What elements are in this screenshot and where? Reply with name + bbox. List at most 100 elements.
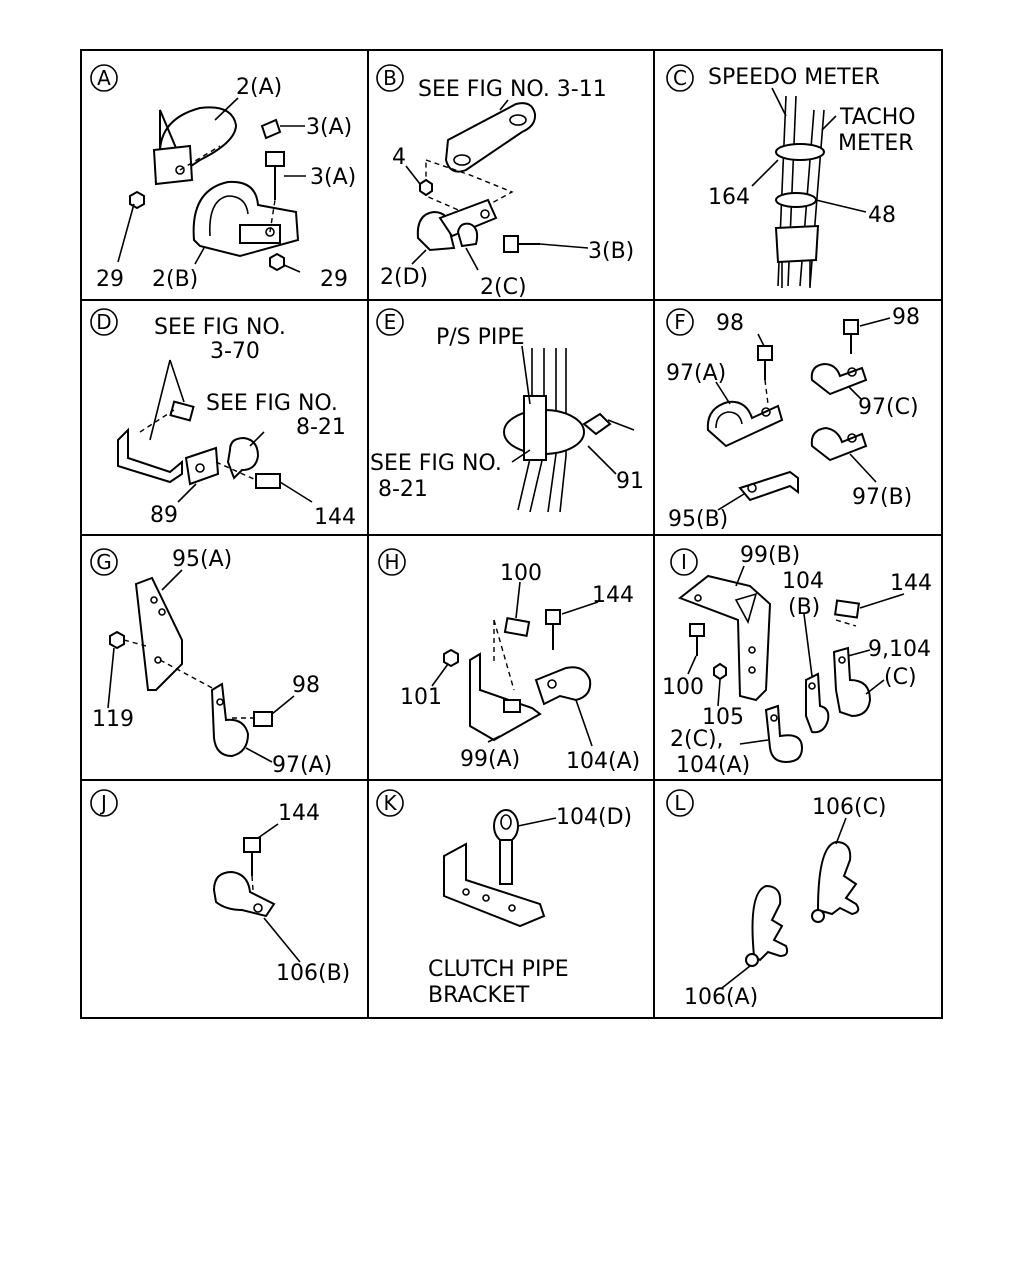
svg-text:A: A xyxy=(97,66,111,90)
callout-2a: 2(A) xyxy=(236,75,282,100)
callout-3a-lower: 3(A) xyxy=(310,165,356,190)
svg-text:K: K xyxy=(383,791,397,815)
panel-h: 100 144 101 99(A) 104(A) xyxy=(400,561,640,774)
callout-104a: 104(A) xyxy=(676,753,750,778)
callout-119: 119 xyxy=(92,707,134,732)
panel-letter-h: H xyxy=(378,548,406,576)
leader-lines xyxy=(405,99,589,271)
label-tacho: TACHO xyxy=(839,105,916,130)
clip-drawing xyxy=(212,837,276,918)
clip-drawing xyxy=(745,840,860,967)
svg-text:C: C xyxy=(673,66,687,90)
callout-98: 98 xyxy=(292,673,320,698)
leader-lines xyxy=(715,317,891,511)
clip-drawing xyxy=(706,319,868,502)
label-clutch-pipe: CLUTCH PIPE xyxy=(428,957,569,982)
svg-text:E: E xyxy=(384,310,397,334)
panel-letter-g: G xyxy=(90,548,118,576)
callout-91: 91 xyxy=(616,469,644,494)
callout-2c: 2(C), xyxy=(670,727,724,752)
panel-e: P/S PIPE SEE FIG NO. 8-21 91 xyxy=(370,325,644,513)
callout-144: 144 xyxy=(592,583,634,608)
label-ps-pipe: P/S PIPE xyxy=(436,325,525,350)
panel-letter-i: I xyxy=(670,548,698,576)
callout-3a-upper: 3(A) xyxy=(306,115,352,140)
diagram-grid xyxy=(80,49,943,1019)
label-meter: METER xyxy=(838,131,914,156)
callout-164: 164 xyxy=(708,185,750,210)
leader-lines xyxy=(721,817,847,989)
leader-lines xyxy=(257,823,301,963)
bracket-drawing xyxy=(109,576,273,758)
leader-lines xyxy=(687,565,905,745)
panel-g: 95(A) 119 98 97(A) xyxy=(92,547,332,778)
callout-2b: 2(B) xyxy=(152,267,198,292)
panel-letter-e: E xyxy=(376,308,404,336)
leader-lines xyxy=(517,817,557,827)
panel-a: 2(A) 3(A) 3(A) 29 2(B) 29 xyxy=(96,75,356,292)
callout-97c: 97(C) xyxy=(858,395,919,420)
callout-48: 48 xyxy=(868,203,896,228)
callout-95b: 95(B) xyxy=(668,507,728,532)
callout-29-right: 29 xyxy=(320,267,348,292)
callout-104-b: (B) xyxy=(788,595,820,620)
callout-4: 4 xyxy=(392,145,406,170)
svg-text:D: D xyxy=(96,310,111,334)
panel-f: 98 98 97(A) 97(C) 95(B) 97(B) xyxy=(666,305,920,532)
callout-104: 104 xyxy=(782,569,824,594)
note-8-21: 8-21 xyxy=(378,477,428,502)
callout-29-left: 29 xyxy=(96,267,124,292)
callout-144: 144 xyxy=(890,571,932,596)
panel-letter-a: A xyxy=(90,64,118,92)
bracket-drawing xyxy=(443,809,546,928)
label-bracket: BRACKET xyxy=(428,983,530,1008)
note-see-fig-no: SEE FIG NO. xyxy=(370,451,502,476)
callout-98-right: 98 xyxy=(892,305,920,330)
bracket-drawing xyxy=(416,102,540,253)
svg-text:J: J xyxy=(99,791,107,815)
note-3-70: 3-70 xyxy=(210,339,260,364)
callout-97a: 97(A) xyxy=(272,753,332,778)
callout-2d: 2(D) xyxy=(380,265,428,290)
svg-text:I: I xyxy=(681,550,687,574)
panel-b: SEE FIG NO. 3-11 4 3(B) 2(D) 2(C) xyxy=(380,77,634,300)
svg-text:G: G xyxy=(96,550,112,574)
callout-105: 105 xyxy=(702,705,744,730)
callout-100: 100 xyxy=(662,675,704,700)
note-8-21: 8-21 xyxy=(296,415,346,440)
leader-lines xyxy=(117,97,306,273)
callout-100: 100 xyxy=(500,561,542,586)
bracket-drawing xyxy=(443,609,592,742)
callout-101: 101 xyxy=(400,685,442,710)
panel-l: 106(C) 106(A) xyxy=(684,795,887,1010)
panel-i: 99(B) 104 (B) 144 9,104 (C) 100 105 2(C)… xyxy=(662,543,932,778)
bracket-drawing xyxy=(117,400,281,489)
panel-letter-d: D xyxy=(90,308,118,336)
callout-89: 89 xyxy=(150,503,178,528)
callout-144: 144 xyxy=(314,505,356,530)
clamp-drawing xyxy=(129,106,300,272)
callout-98-left: 98 xyxy=(716,311,744,336)
panel-d: SEE FIG NO. 3-70 SEE FIG NO. 8-21 89 144 xyxy=(117,315,356,530)
panel-letter-l: L xyxy=(666,789,694,817)
callout-95a: 95(A) xyxy=(172,547,232,572)
panel-j: 144 106(B) xyxy=(212,801,350,986)
svg-text:B: B xyxy=(383,66,397,90)
panel-letter-b: B xyxy=(376,64,404,92)
note-see-fig-3-11: SEE FIG NO. 3-11 xyxy=(418,77,607,102)
leader-lines xyxy=(149,359,313,503)
callout-106c: 106(C) xyxy=(812,795,887,820)
bracket-drawing xyxy=(677,574,872,764)
leader-lines xyxy=(511,345,617,475)
callout-99b: 99(B) xyxy=(740,543,800,568)
note-see-fig-no-2: SEE FIG NO. xyxy=(206,391,338,416)
leader-lines xyxy=(751,87,867,213)
pipe-drawing xyxy=(503,348,635,513)
svg-text:F: F xyxy=(674,310,686,334)
panel-letters: A B C D E F G H I J K L xyxy=(90,64,698,817)
panel-letter-k: K xyxy=(376,789,404,817)
callout-97a: 97(A) xyxy=(666,361,726,386)
callout-104-c: (C) xyxy=(884,665,917,690)
